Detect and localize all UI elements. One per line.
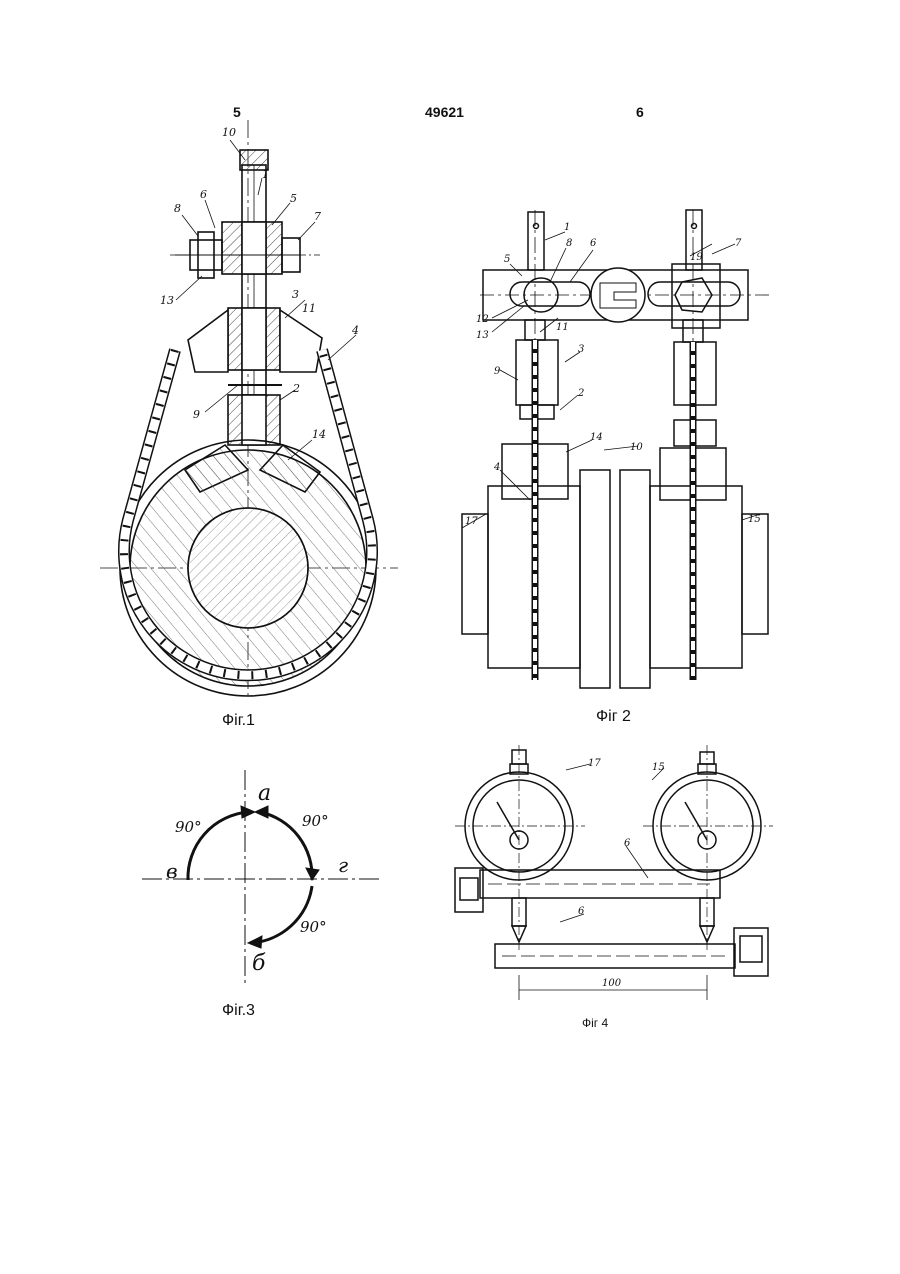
fig1-label: 8 [174,202,181,215]
fig2-label: 17 [465,516,478,527]
fig1-label: 10 [222,126,236,139]
figure-1 [100,120,398,700]
fig1-caption: Фіг.1 [222,712,255,730]
fig2-label: 10 [630,442,643,453]
figure-4-labels: 17 15 6 6 100 [578,758,665,989]
fig2-label: 12 [476,314,489,325]
fig4-label: 17 [588,758,601,769]
fig3-position-bottom: б [252,951,266,976]
fig2-label: 4 [493,462,500,473]
fig2-label: 3 [578,344,584,355]
fig3-angle: 90° [302,812,329,830]
fig4-dimension: 100 [602,978,622,989]
fig1-label: 7 [314,210,321,223]
fig4-caption: Фіг 4 [582,1016,608,1030]
figure-4 [455,745,773,1000]
fig1-label: 2 [292,382,300,395]
fig3-position-left: в [166,859,178,883]
fig2-label: 19 [690,252,703,263]
fig1-label: 4 [351,324,359,337]
fig3-position-top: а [258,781,271,806]
fig2-label: 8 [566,238,572,249]
fig2-label: 9 [494,366,501,377]
fig2-caption: Фіг 2 [596,708,631,726]
fig1-label: 14 [312,428,326,441]
fig3-angle: 90° [175,818,202,836]
fig2-label: 2 [577,388,584,399]
fig1-label: 6 [200,188,207,201]
fig1-label: 9 [193,408,200,421]
fig2-label: 7 [735,238,742,249]
fig1-label: 11 [302,302,316,315]
fig3-position-right: г [338,853,348,877]
fig1-label: 5 [290,192,297,205]
fig2-label: 1 [564,222,570,233]
fig2-label: 15 [748,514,761,525]
fig2-label: 5 [504,254,510,265]
fig3-caption: Фіг.3 [222,1002,255,1020]
fig1-label: 1 [262,168,269,181]
fig4-label: 6 [624,838,631,849]
fig4-label: 15 [652,762,665,773]
fig2-label: 13 [476,330,489,341]
fig2-label: 14 [590,432,603,443]
fig2-label: 11 [556,322,569,333]
figure-2 [462,210,770,688]
fig2-label: 6 [590,238,597,249]
fig1-label: 13 [160,294,174,307]
fig1-label: 3 [292,288,299,301]
fig3-angle: 90° [300,918,327,936]
fig4-label: 6 [578,906,585,917]
